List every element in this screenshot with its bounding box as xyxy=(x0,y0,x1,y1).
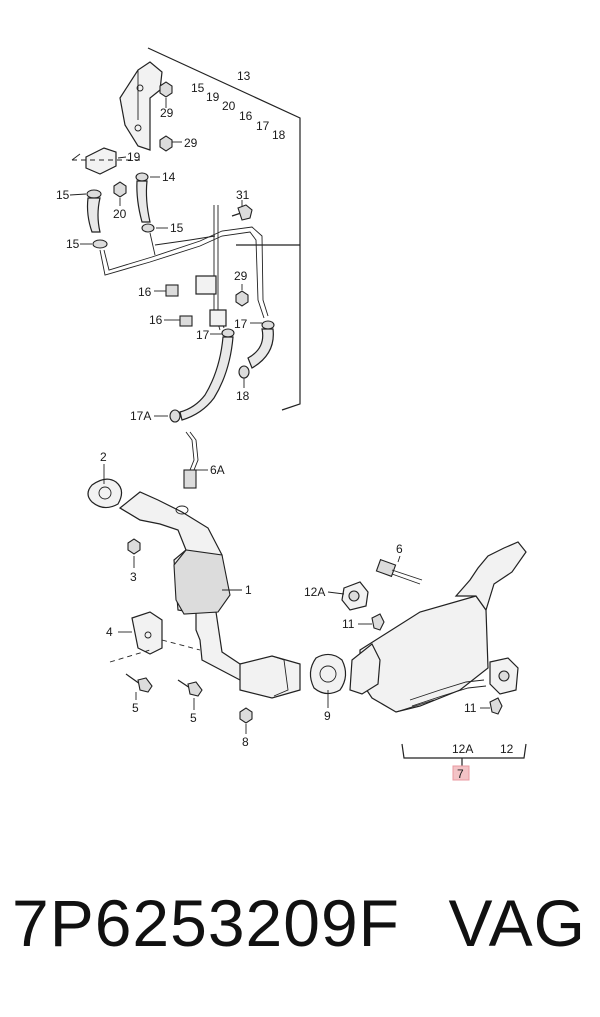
hose-left xyxy=(86,189,108,249)
brand-name: VAG xyxy=(448,886,586,960)
hose-middle xyxy=(135,172,155,233)
upper-assembly-bracket xyxy=(147,47,301,411)
nut-3 xyxy=(127,538,141,555)
callout-17A: 17A xyxy=(130,409,151,423)
gasket-9 xyxy=(309,653,347,695)
callout-18-top: 18 xyxy=(272,128,286,142)
callout-17-b: 17 xyxy=(234,317,248,331)
footer: 7P6253209F VAG xyxy=(0,885,600,975)
silencer-7 xyxy=(349,541,527,713)
bolt-5-right xyxy=(177,679,203,697)
sensor-pipe-assembly xyxy=(99,205,269,331)
selected-part-highlight xyxy=(452,765,470,781)
callout-7: 7 xyxy=(457,767,464,781)
callout-16-top: 16 xyxy=(239,109,253,123)
callout-20: 20 xyxy=(113,207,127,221)
bolt-11-lower xyxy=(489,697,503,715)
clip-16 xyxy=(165,275,227,327)
callout-29-a: 29 xyxy=(160,106,174,120)
callout-1: 1 xyxy=(245,583,252,597)
sensor-6 xyxy=(375,558,423,585)
hanger-12A xyxy=(341,581,369,611)
callout-12A-upper: 12A xyxy=(304,585,325,599)
callout-18: 18 xyxy=(236,389,250,403)
bolt-31 xyxy=(231,204,253,221)
callout-12A-lower: 12A xyxy=(452,742,473,756)
callout-6A: 6A xyxy=(210,463,225,477)
callout-19: 19 xyxy=(127,150,141,164)
hose-lower xyxy=(169,320,275,423)
leader-lines xyxy=(69,98,490,734)
nut-29-top xyxy=(159,81,173,152)
support-bracket-4 xyxy=(109,611,201,663)
callout-15-lower: 15 xyxy=(66,237,80,251)
part-number: 7P6253209F xyxy=(12,886,400,960)
callout-6: 6 xyxy=(396,542,403,556)
lambda-probe-6A xyxy=(183,431,199,489)
callout-labels: 13 15 19 20 16 17 18 29 29 19 14 15 20 1… xyxy=(56,69,514,781)
nut-8 xyxy=(239,707,253,724)
callout-11-lower: 11 xyxy=(464,701,477,715)
bolt-5-left xyxy=(125,673,153,693)
callout-8: 8 xyxy=(242,735,249,749)
callout-16-a: 16 xyxy=(138,285,152,299)
lower-assembly-bracket xyxy=(401,743,527,766)
gasket-2 xyxy=(87,478,123,509)
callout-17-top: 17 xyxy=(256,119,270,133)
callout-11-upper: 11 xyxy=(342,617,355,631)
mounting-bracket xyxy=(119,61,163,151)
callout-5-right: 5 xyxy=(190,711,197,725)
callout-9: 9 xyxy=(324,709,331,723)
callout-29-c: 29 xyxy=(234,269,248,283)
pressure-sensor-19 xyxy=(71,147,142,175)
callout-12: 12 xyxy=(500,742,514,756)
callout-31: 31 xyxy=(236,188,250,202)
callout-5-left: 5 xyxy=(132,701,139,715)
callout-16-b: 16 xyxy=(149,313,163,327)
nut-20 xyxy=(113,181,127,198)
callout-4: 4 xyxy=(106,625,113,639)
callout-3: 3 xyxy=(130,570,137,584)
callout-29-b: 29 xyxy=(184,136,198,150)
nut-29-middle xyxy=(235,290,249,307)
bolt-11-upper xyxy=(371,613,385,631)
callout-2: 2 xyxy=(100,450,107,464)
hanger-12 xyxy=(489,657,519,695)
callout-20-top: 20 xyxy=(222,99,236,113)
callout-15-top: 15 xyxy=(191,81,205,95)
callout-15-mid: 15 xyxy=(170,221,184,235)
callout-14: 14 xyxy=(162,170,176,184)
catalytic-converter-1 xyxy=(118,491,301,699)
callout-15-left: 15 xyxy=(56,188,70,202)
callout-17-a: 17 xyxy=(196,328,210,342)
exhaust-parts-diagram: 13 15 19 20 16 17 18 29 29 19 14 15 20 1… xyxy=(56,47,527,781)
callout-13: 13 xyxy=(237,69,251,83)
callout-19-top: 19 xyxy=(206,90,220,104)
